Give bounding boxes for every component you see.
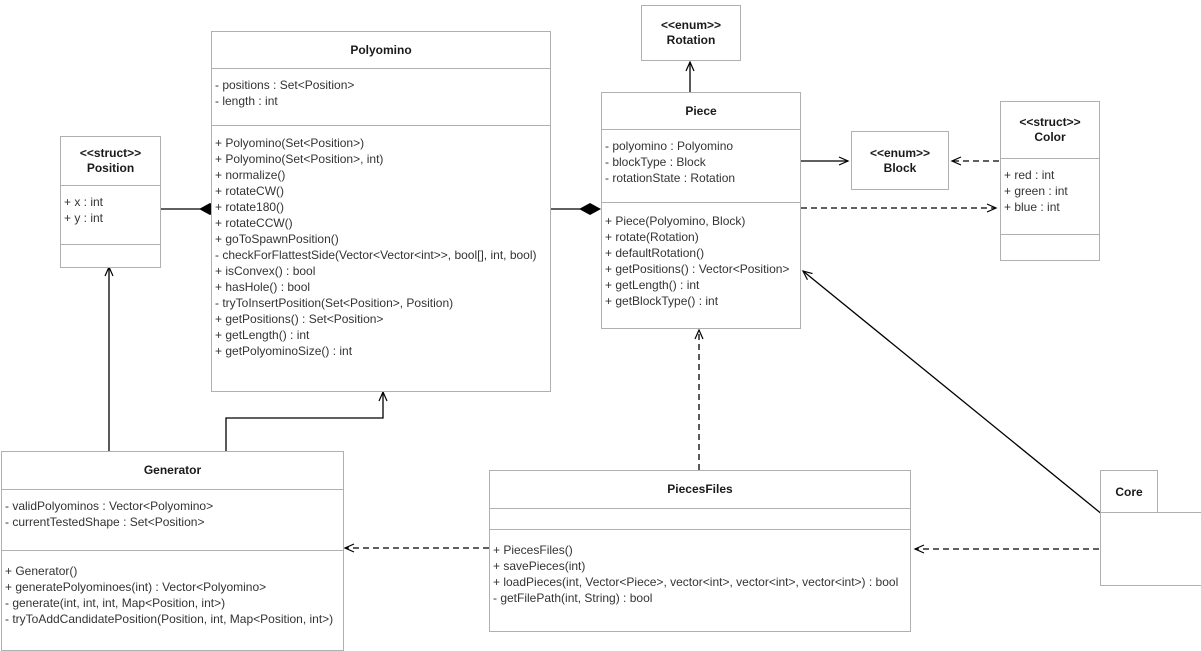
- class-attributes-position: + x : int + y : int: [61, 186, 160, 245]
- method-row: + hasHole() : bool: [215, 280, 311, 294]
- class-box-block[interactable]: <<enum>> Block: [851, 131, 949, 190]
- class-methods-generator: + Generator() + generatePolyominoes(int)…: [2, 551, 343, 650]
- attribute-row: - length : int: [215, 94, 278, 108]
- class-attributes-piece: - polyomino : Polyomino - blockType : Bl…: [602, 130, 800, 203]
- class-attributes-polyomino: - positions : Set<Position> - length : i…: [212, 69, 550, 126]
- class-box-piecesfiles[interactable]: PiecesFiles + PiecesFiles() + savePieces…: [489, 470, 911, 632]
- class-header-core: Core: [1100, 470, 1158, 513]
- class-name-rotation: Rotation: [666, 33, 716, 47]
- attribute-row: - blockType : Block: [605, 155, 706, 169]
- attribute-row: - rotationState : Rotation: [605, 171, 736, 185]
- class-body-core: [1100, 512, 1201, 586]
- class-stereotype-position: <<struct>>: [79, 146, 142, 160]
- edge-polyomino-piece: [551, 203, 601, 215]
- method-row: + generatePolyominoes(int) : Vector<Poly…: [5, 580, 267, 594]
- class-box-rotation[interactable]: <<enum>> Rotation: [641, 5, 741, 61]
- class-header-rotation: <<enum>> Rotation: [642, 6, 740, 60]
- method-row: + isConvex() : bool: [215, 264, 316, 278]
- class-methods-color: [1001, 235, 1099, 260]
- attribute-row: + blue : int: [1004, 200, 1060, 214]
- class-name-generator: Generator: [143, 463, 202, 477]
- class-box-piece[interactable]: Piece - polyomino : Polyomino - blockTyp…: [601, 92, 801, 329]
- method-row: + Generator(): [5, 564, 78, 578]
- method-row: - getFilePath(int, String) : bool: [493, 591, 653, 605]
- class-box-position[interactable]: <<struct>> Position + x : int + y : int: [60, 136, 161, 268]
- class-header-polyomino: Polyomino: [212, 32, 550, 69]
- class-header-block: <<enum>> Block: [852, 132, 948, 189]
- method-row: + PiecesFiles(): [493, 543, 573, 557]
- class-name-piecesfiles: PiecesFiles: [667, 482, 733, 496]
- class-methods-piecesfiles: + PiecesFiles() + savePieces(int) + load…: [490, 530, 910, 631]
- method-row: - tryToInsertPosition(Set<Position>, Pos…: [215, 296, 454, 310]
- attribute-row: - polyomino : Polyomino: [605, 139, 734, 153]
- attribute-row: + green : int: [1004, 184, 1068, 198]
- method-row: - checkForFlattestSide(Vector<Vector<int…: [215, 248, 537, 262]
- method-row: - generate(int, int, int, Map<Position, …: [5, 596, 226, 610]
- class-name-core: Core: [1115, 484, 1143, 499]
- attribute-row: + y : int: [64, 211, 104, 225]
- class-attributes-generator: - validPolyominos : Vector<Polyomino> - …: [2, 490, 343, 551]
- method-row: + Polyomino(Set<Position>, int): [215, 152, 384, 166]
- attribute-row: + red : int: [1004, 168, 1055, 182]
- class-header-piecesfiles: PiecesFiles: [490, 471, 910, 509]
- method-row: + defaultRotation(): [605, 246, 705, 260]
- class-box-generator[interactable]: Generator - validPolyominos : Vector<Pol…: [1, 451, 344, 651]
- class-attributes-piecesfiles: [490, 509, 910, 530]
- class-methods-piece: + Piece(Polyomino, Block) + rotate(Rotat…: [602, 203, 800, 328]
- method-row: + getLength() : int: [215, 328, 310, 342]
- attribute-row: - currentTestedShape : Set<Position>: [5, 515, 205, 529]
- edge-generator-polyomino: [225, 390, 388, 451]
- method-row: - tryToAddCandidatePosition(Position, in…: [5, 612, 334, 626]
- class-name-position: Position: [86, 161, 135, 175]
- method-row: + getPolyominoSize() : int: [215, 344, 353, 358]
- method-row: + getPositions() : Vector<Position>: [605, 262, 790, 276]
- class-stereotype-block: <<enum>>: [869, 145, 931, 160]
- method-row: + rotateCCW(): [215, 216, 293, 230]
- class-stereotype-rotation: <<enum>>: [660, 18, 722, 32]
- class-box-color[interactable]: <<struct>> Color + red : int + green : i…: [1000, 101, 1100, 261]
- class-methods-position: [61, 245, 160, 269]
- class-methods-polyomino: + Polyomino(Set<Position>) + Polyomino(S…: [212, 126, 550, 391]
- method-row: + getPositions() : Set<Position>: [215, 312, 384, 326]
- method-row: + rotate180(): [215, 200, 285, 214]
- method-row: + loadPieces(int, Vector<Piece>, vector<…: [493, 575, 899, 589]
- method-row: + rotateCW(): [215, 184, 285, 198]
- attribute-row: - validPolyominos : Vector<Polyomino>: [5, 499, 214, 513]
- attribute-row: - positions : Set<Position>: [215, 78, 355, 92]
- class-name-piece: Piece: [685, 103, 717, 118]
- method-row: + rotate(Rotation): [605, 230, 699, 244]
- method-row: + getBlockType() : int: [605, 294, 719, 308]
- class-attributes-color: + red : int + green : int + blue : int: [1001, 159, 1099, 235]
- method-row: + normalize(): [215, 168, 286, 182]
- class-name-color: Color: [1034, 130, 1066, 144]
- class-name-block: Block: [883, 160, 917, 175]
- class-stereotype-color: <<struct>>: [1019, 115, 1081, 129]
- method-row: + Piece(Polyomino, Block): [605, 214, 746, 228]
- method-row: + goToSpawnPosition(): [215, 232, 339, 246]
- class-header-generator: Generator: [2, 452, 343, 490]
- method-row: + getLength() : int: [605, 278, 700, 292]
- class-name-polyomino: Polyomino: [350, 42, 412, 57]
- class-header-color: <<struct>> Color: [1001, 102, 1099, 159]
- class-header-position: <<struct>> Position: [61, 137, 160, 186]
- method-row: + savePieces(int): [493, 559, 586, 573]
- method-row: + Polyomino(Set<Position>): [215, 136, 365, 150]
- class-header-piece: Piece: [602, 93, 800, 130]
- class-box-polyomino[interactable]: Polyomino - positions : Set<Position> - …: [211, 31, 551, 392]
- attribute-row: + x : int: [64, 195, 104, 209]
